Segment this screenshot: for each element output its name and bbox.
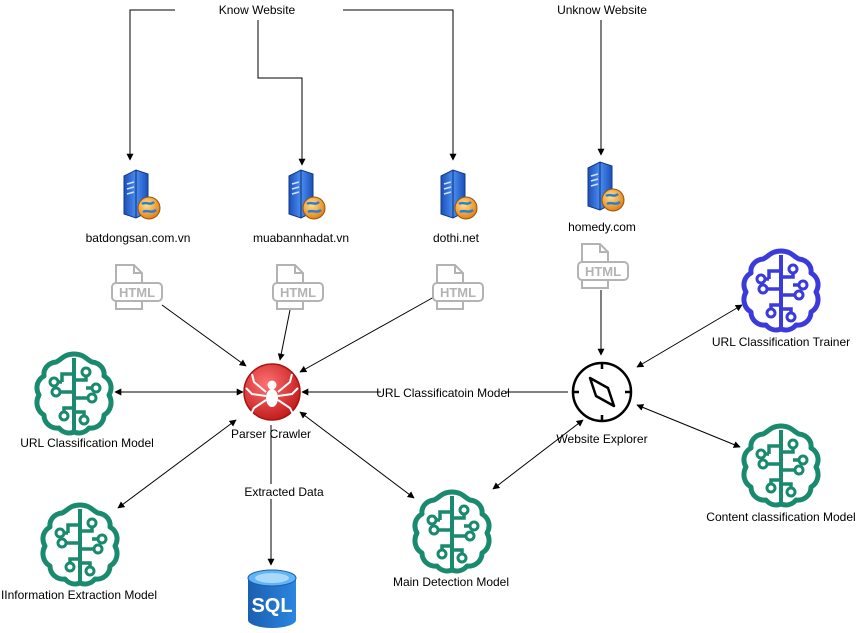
unknown-website-label: Unknow Website (557, 3, 647, 17)
url-classification-trainer-label: URL Classification Trainer (712, 335, 850, 349)
information-extraction-model-label: IInformation Extraction Model (1, 588, 157, 602)
edge-crawler-info-model (117, 419, 237, 509)
website-label-batdongsan: batdongsan.com.vn (86, 231, 191, 245)
edge-known-to-dothi (343, 9, 457, 161)
website-label-muabannhadat: muabannhadat.vn (253, 231, 349, 245)
server-icon (439, 168, 479, 221)
url-classification-model-label: URL Classification Model (20, 436, 154, 450)
edge-label-extracted-data: Extracted Data (244, 485, 324, 499)
html-file-icon: HTML (272, 264, 324, 310)
brain-icon (744, 426, 818, 505)
brain-icon (415, 492, 489, 571)
server-icon (287, 168, 327, 221)
brain-icon (43, 505, 117, 584)
svg-text:HTML: HTML (280, 285, 316, 300)
sql-database-icon: SQL (247, 569, 297, 628)
server-icon (122, 168, 162, 221)
brain-icon (37, 354, 111, 433)
html-file-icon: HTML (577, 243, 629, 289)
edge-known-to-muabannhadat (257, 20, 306, 166)
edge-explorer-content-model (636, 404, 741, 448)
website-explorer-label: Website Explorer (556, 432, 647, 446)
brain-icon (744, 251, 818, 330)
edge-label-url-classification-model: URL Classificatoin Model (376, 386, 510, 400)
compass-icon (571, 361, 633, 423)
edge-html1-to-crawler (161, 304, 247, 367)
content-classification-model-label: Content classification Model (706, 510, 855, 524)
svg-text:SQL: SQL (251, 595, 292, 617)
edge-html2-to-crawler (277, 309, 291, 361)
main-detection-model-label: Main Detection Model (393, 575, 509, 589)
server-icon (586, 160, 626, 213)
edge-explorer-main-model (492, 419, 584, 490)
known-websites-label: Know Website (219, 3, 296, 17)
edge-known-to-batdongsan (126, 9, 175, 161)
parser-crawler-label: Parser Crawler (231, 427, 311, 441)
website-label-dothi: dothi.net (433, 231, 480, 245)
edge-crawler-main-model (299, 411, 415, 499)
website-label-homedy: homedy.com (568, 220, 636, 234)
svg-text:HTML: HTML (585, 264, 621, 279)
spider-icon (243, 363, 301, 421)
edge-html3-to-crawler (299, 296, 435, 373)
html-file-icon: HTML (432, 264, 484, 310)
svg-text:HTML: HTML (119, 285, 155, 300)
edge-explorer-trainer (636, 304, 743, 368)
svg-text:HTML: HTML (440, 285, 476, 300)
html-file-icon: HTML (111, 264, 163, 310)
